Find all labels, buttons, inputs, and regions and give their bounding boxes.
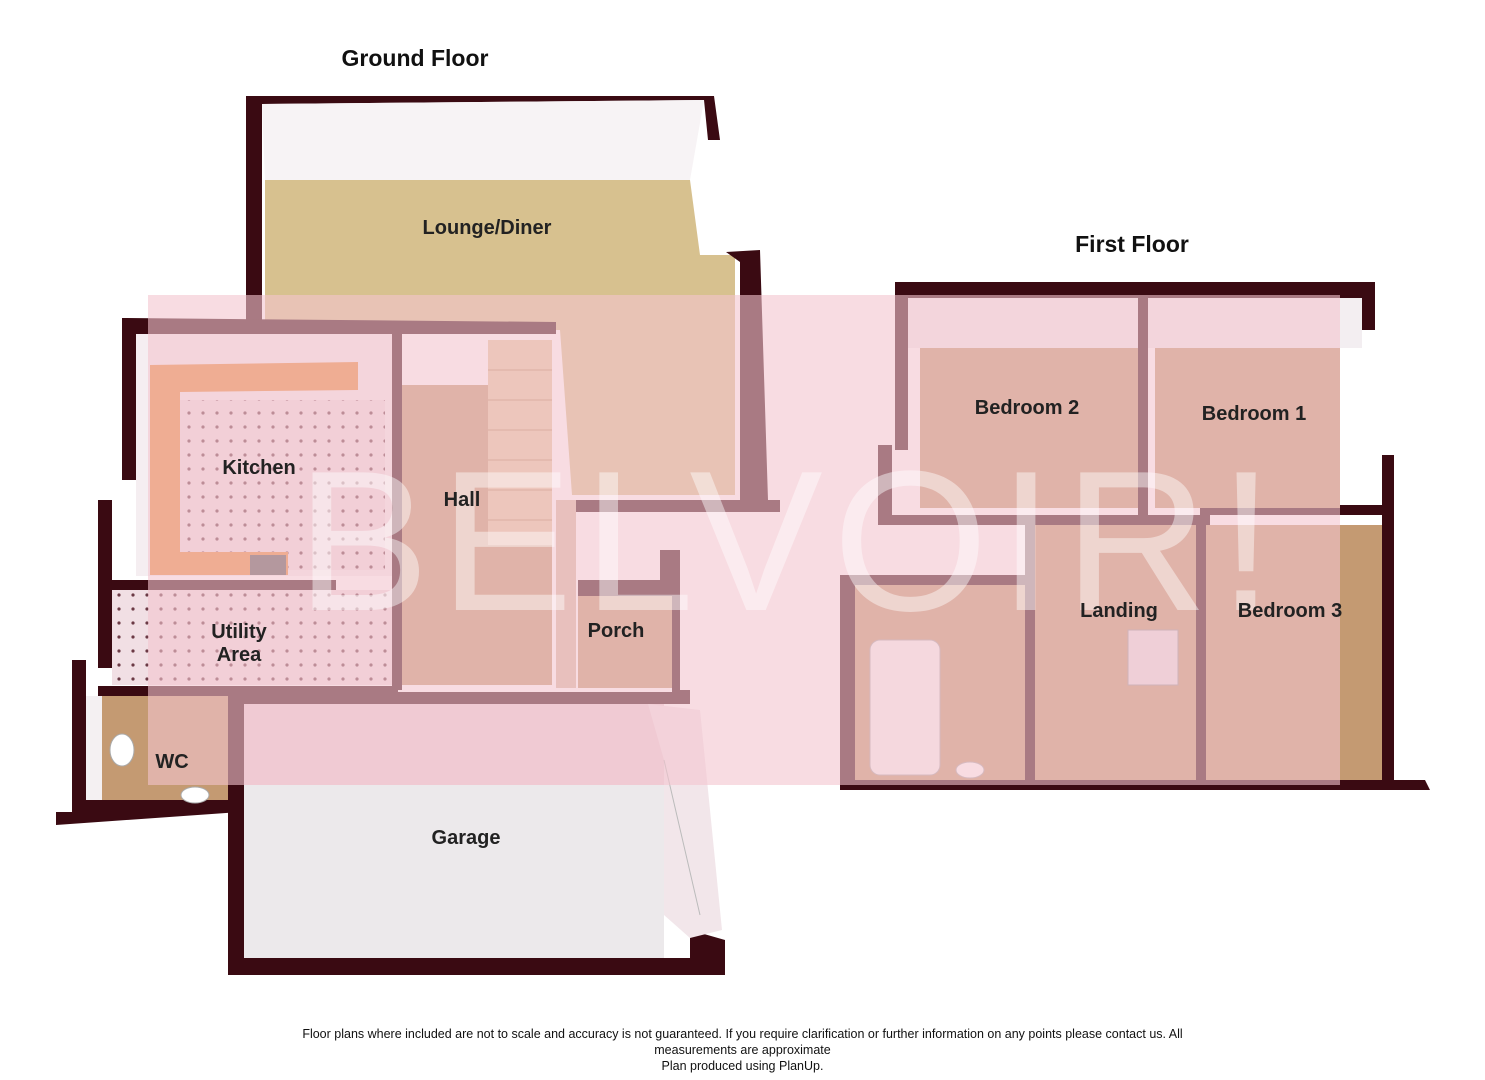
label-utility-line1: Utility <box>211 621 267 643</box>
label-garage: Garage <box>432 827 501 849</box>
label-hall: Hall <box>444 489 481 511</box>
label-lounge-diner: Lounge/Diner <box>423 217 552 239</box>
label-bedroom-3: Bedroom 3 <box>1238 600 1342 622</box>
label-porch: Porch <box>588 620 645 642</box>
label-wc: WC <box>155 751 188 773</box>
label-bedroom-2: Bedroom 2 <box>975 397 1079 419</box>
watermark-band <box>148 295 1340 785</box>
label-landing: Landing <box>1080 600 1158 622</box>
disclaimer-line-3: Plan produced using PlanUp. <box>661 1059 824 1073</box>
watermark-text: BELVOIR! <box>296 430 1284 653</box>
label-utility-line2: Area <box>217 644 262 666</box>
label-kitchen: Kitchen <box>222 457 295 479</box>
label-bedroom-1: Bedroom 1 <box>1202 403 1306 425</box>
disclaimer: Floor plans where included are not to sc… <box>0 1026 1485 1074</box>
first-floor-title: First Floor <box>1075 231 1189 257</box>
ground-floor-title: Ground Floor <box>342 45 489 71</box>
disclaimer-line-2: measurements are approximate <box>654 1043 831 1057</box>
garage-door <box>663 759 701 916</box>
disclaimer-line-1: Floor plans where included are not to sc… <box>302 1027 1183 1041</box>
